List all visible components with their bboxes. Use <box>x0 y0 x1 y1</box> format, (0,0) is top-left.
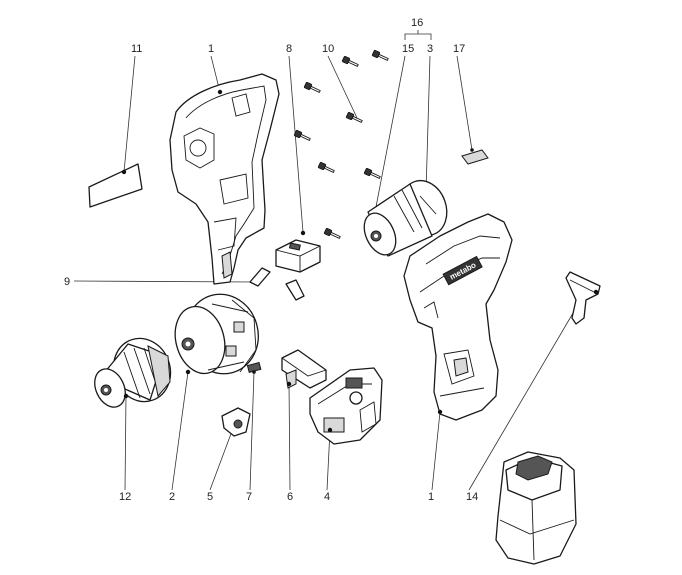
part-number-11: 11 <box>131 43 142 55</box>
part-1-housing-left-shell <box>169 73 280 285</box>
part-4-trigger-switch <box>309 367 383 445</box>
part-number-5: 5 <box>207 491 213 503</box>
part-1-housing-right-shell: metabo <box>403 213 513 421</box>
part-number-10: 10 <box>322 43 334 55</box>
part-14-belt-clip <box>565 271 601 325</box>
part-11-label-plate <box>88 163 143 208</box>
part-number-9: 9 <box>64 276 70 288</box>
part-number-3: 3 <box>427 43 433 55</box>
part-number-16: 16 <box>411 17 423 29</box>
curved-spring <box>285 279 305 301</box>
part-8-switch-module <box>275 230 321 273</box>
part-5-block <box>221 407 251 437</box>
part-17-pad <box>461 148 489 165</box>
part-number-2: 2 <box>169 491 175 503</box>
part-number-4: 4 <box>324 491 330 503</box>
part-number-12: 12 <box>119 491 131 503</box>
part-number-14: 14 <box>466 491 478 503</box>
part-number-8: 8 <box>286 43 292 55</box>
part-number-15: 15 <box>402 43 414 55</box>
part-3-motor <box>363 179 448 257</box>
battery-pack <box>495 451 577 565</box>
part-12-chuck <box>94 337 172 408</box>
part-7-pin <box>246 361 262 374</box>
part-number-17: 17 <box>453 43 465 55</box>
part-number-1-bottom: 1 <box>428 491 434 503</box>
part-9-clip <box>249 267 271 287</box>
part-number-1-top: 1 <box>208 43 214 55</box>
part-6-slide <box>281 349 327 389</box>
part-10-screws <box>293 49 389 239</box>
part-number-7: 7 <box>246 491 252 503</box>
part-2-gearbox <box>174 293 259 375</box>
part-number-6: 6 <box>287 491 293 503</box>
